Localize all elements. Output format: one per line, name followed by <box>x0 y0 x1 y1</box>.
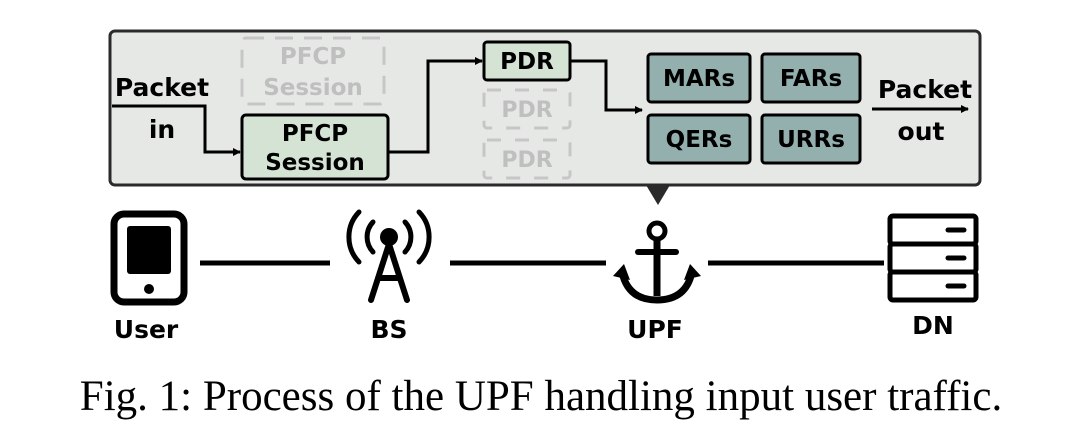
urrs-label: URRs <box>777 127 845 153</box>
urrs-box <box>760 113 862 165</box>
fars-box <box>760 52 862 104</box>
mars-box <box>646 52 752 104</box>
server-icon <box>887 213 979 303</box>
pdr-ghost-label-1: PDR <box>501 98 552 123</box>
qers-label: QERs <box>666 127 733 153</box>
pfcp-session-label-line2: Session <box>265 150 365 176</box>
packet-in-label-line2: in <box>149 115 175 144</box>
antenna-tower-icon <box>346 209 432 303</box>
bs-label: BS <box>370 315 407 344</box>
user-label: User <box>114 315 179 344</box>
mars-label: MARs <box>663 66 735 92</box>
upf-label: UPF <box>627 315 683 344</box>
qers-box <box>646 113 752 165</box>
packet-out-label-line2: out <box>898 117 945 146</box>
packet-in-label: Packet <box>115 73 209 102</box>
pfcp-session-ghost-label: PFCP <box>280 44 346 70</box>
pfcp-session-label: PFCP <box>282 121 348 147</box>
dn-label: DN <box>912 311 954 340</box>
upf-process-diagram: Packet in PFCP Session PFCP Session PDR … <box>108 29 982 344</box>
upf-processing-panel: Packet in PFCP Session PFCP Session PDR … <box>108 29 982 205</box>
figure-caption: Fig. 1: Process of the UPF handling inpu… <box>79 373 1003 420</box>
anchor-icon <box>613 220 701 304</box>
pdr-ghost-label-2: PDR <box>501 148 552 173</box>
panel-pointer <box>646 185 670 205</box>
pfcp-session-ghost-label-line2: Session <box>263 75 363 101</box>
arrow-pdr-to-rules <box>570 59 643 114</box>
pdr-ghost-box-2 <box>482 138 572 180</box>
pfcp-session-box <box>240 113 390 181</box>
pfcp-session-ghost-box <box>240 36 386 106</box>
smartphone-icon <box>110 210 188 306</box>
pdr-label: PDR <box>500 49 554 75</box>
pdr-ghost-box-1 <box>482 88 572 130</box>
arrow-session-to-pdr <box>388 57 483 154</box>
fars-label: FARs <box>780 66 842 92</box>
packet-out-label: Packet <box>878 75 972 104</box>
arrow-packet-in-to-session <box>112 104 241 156</box>
